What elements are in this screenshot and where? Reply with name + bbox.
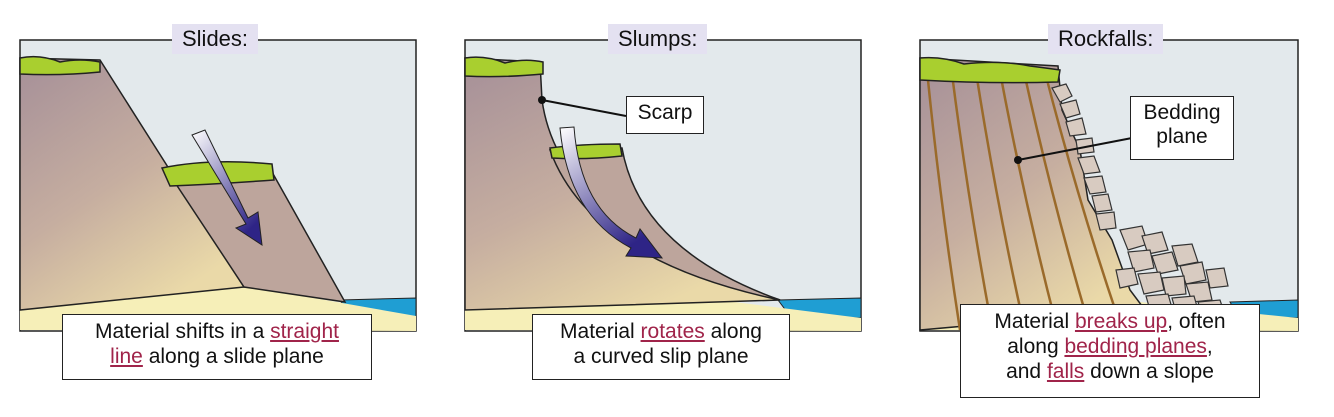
caption-text: , <box>1207 335 1213 358</box>
slumps-title: Slumps: <box>608 24 707 54</box>
caption-text: and <box>1006 360 1047 383</box>
caption-highlight: breaks up <box>1075 310 1167 333</box>
caption-text: Material <box>560 320 641 343</box>
caption-text: Material <box>994 310 1075 333</box>
caption-highlight: line <box>110 345 143 368</box>
label-line: plane <box>1156 125 1207 148</box>
scarp-label: Scarp <box>626 96 704 134</box>
caption-highlight: falls <box>1047 360 1084 383</box>
slides-caption: Material shifts in a straight line along … <box>62 314 372 380</box>
rockfalls-title: Rockfalls: <box>1048 24 1163 54</box>
caption-text: along <box>705 320 762 343</box>
caption-text: , often <box>1167 310 1225 333</box>
caption-text: Material shifts in a <box>95 320 270 343</box>
caption-text: along <box>1007 335 1064 358</box>
caption-highlight: straight <box>270 320 339 343</box>
caption-text: down a slope <box>1084 360 1214 383</box>
caption-text: along a slide plane <box>143 345 324 368</box>
caption-text: a curved slip plane <box>573 345 748 368</box>
caption-highlight: rotates <box>641 320 705 343</box>
caption-highlight: bedding planes <box>1064 335 1206 358</box>
rockfalls-caption: Material breaks up, often along bedding p… <box>960 304 1260 398</box>
grass-slump-block <box>550 144 622 159</box>
label-line: Bedding <box>1143 101 1220 124</box>
slides-title: Slides: <box>172 24 258 54</box>
slides-panel: Slides: Material shifts in a straight lin… <box>0 0 440 417</box>
